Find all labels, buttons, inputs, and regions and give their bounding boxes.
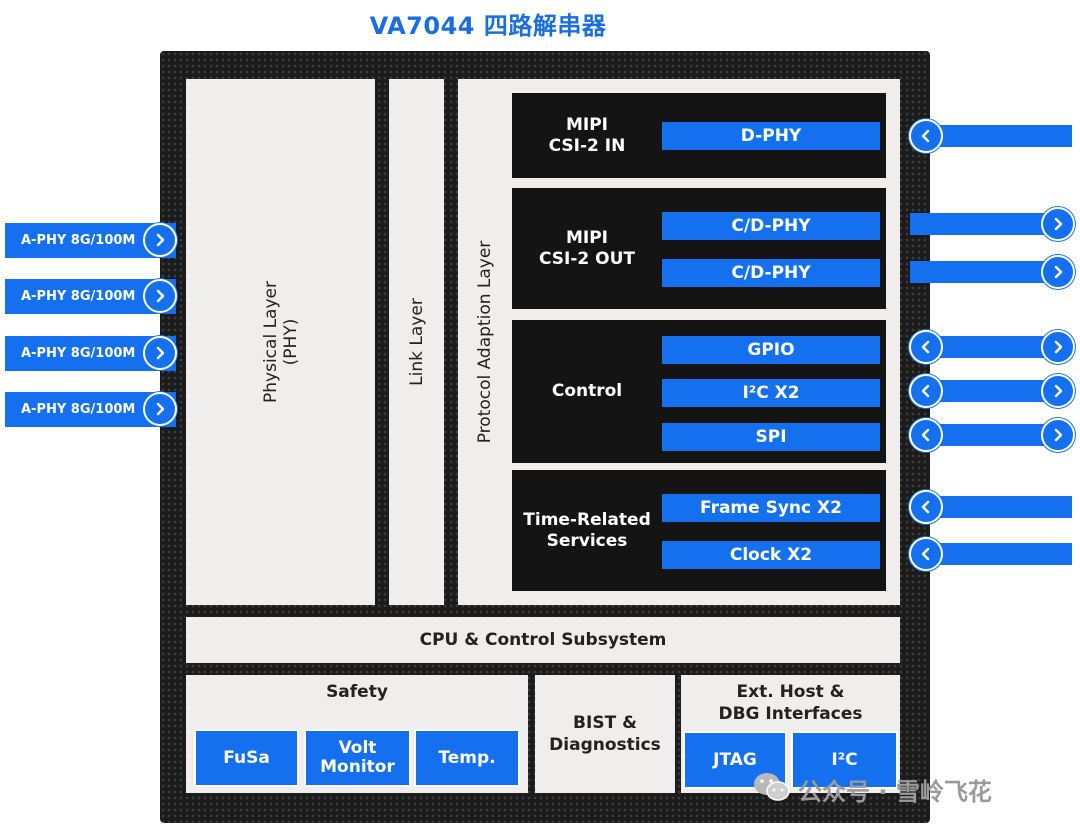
cd-phy-button-2: C/D-PHY xyxy=(662,259,880,287)
control-block: Control GPIO I²C X2 SPI xyxy=(510,318,888,465)
chevron-right-icon xyxy=(1041,418,1075,452)
cd-phy-line-1 xyxy=(910,213,1058,235)
mipi-csi-out-label: MIPI CSI-2 OUT xyxy=(538,227,635,269)
fusa-button: FuSa xyxy=(194,729,299,787)
link-layer-label: Link Layer xyxy=(406,298,427,386)
mipi-csi-in-label: MIPI CSI-2 IN xyxy=(548,114,626,156)
aphy-input-label: A-PHY 8G/100M xyxy=(21,346,136,361)
chevron-right-icon xyxy=(143,392,177,426)
chevron-left-icon xyxy=(909,537,943,571)
bist-panel: BIST & Diagnostics xyxy=(535,675,675,793)
clock-x2-button: Clock X2 xyxy=(662,541,880,569)
d-phy-button: D-PHY xyxy=(662,122,880,150)
aphy-input-label: A-PHY 8G/100M xyxy=(21,289,136,304)
d-phy-line xyxy=(926,125,1072,147)
time-services-label: Time-Related Services xyxy=(523,509,651,551)
frame-sync-line xyxy=(926,496,1072,518)
chevron-right-icon xyxy=(1041,330,1075,364)
safety-title: Safety xyxy=(326,682,388,702)
ext-host-title: Ext. Host & DBG Interfaces xyxy=(718,682,863,724)
link-layer-panel: Link Layer xyxy=(389,79,444,605)
cd-phy-line-2 xyxy=(910,261,1058,283)
time-services-block: Time-Related Services Frame Sync X2 Cloc… xyxy=(510,468,888,593)
mipi-csi-in-block: MIPI CSI-2 IN D-PHY xyxy=(510,91,888,180)
wechat-logo-icon xyxy=(752,770,792,804)
bist-label: BIST & Diagnostics xyxy=(549,713,661,755)
chevron-right-icon xyxy=(143,336,177,370)
chevron-right-icon xyxy=(143,223,177,257)
physical-layer-label: Physical Layer (PHY) xyxy=(260,281,301,403)
chevron-left-icon xyxy=(909,490,943,524)
chevron-left-icon xyxy=(909,119,943,153)
chevron-left-icon xyxy=(909,418,943,452)
spi-button: SPI xyxy=(662,423,880,451)
clock-line xyxy=(926,543,1072,565)
temp-button: Temp. xyxy=(414,729,520,787)
i2c-x2-button: I²C X2 xyxy=(662,379,880,407)
watermark-text: 公众号 · 雪岭飞花 xyxy=(798,778,992,806)
chevron-right-icon xyxy=(1041,374,1075,408)
ext-i2c-button: I²C xyxy=(791,731,898,789)
safety-panel: Safety FuSa Volt Monitor Temp. xyxy=(186,675,528,793)
ext-host-panel: Ext. Host & DBG Interfaces JTAG I²C xyxy=(681,675,900,793)
gpio-button: GPIO xyxy=(662,336,880,364)
chevron-left-icon xyxy=(909,374,943,408)
i2c-line xyxy=(926,380,1058,402)
chevron-right-icon xyxy=(1041,255,1075,289)
physical-layer-panel: Physical Layer (PHY) xyxy=(186,79,375,605)
chevron-right-icon xyxy=(1041,207,1075,241)
aphy-input-label: A-PHY 8G/100M xyxy=(21,402,136,417)
protocol-layer-label: Protocol Adaption Layer xyxy=(475,240,495,444)
control-label: Control xyxy=(551,381,623,401)
cd-phy-button-1: C/D-PHY xyxy=(662,212,880,240)
chevron-left-icon xyxy=(909,330,943,364)
page-title: VA7044 四路解串器 xyxy=(369,12,607,40)
aphy-input-label: A-PHY 8G/100M xyxy=(21,233,136,248)
chevron-right-icon xyxy=(143,279,177,313)
mipi-csi-out-block: MIPI CSI-2 OUT C/D-PHY C/D-PHY xyxy=(510,186,888,311)
frame-sync-button: Frame Sync X2 xyxy=(662,494,880,522)
spi-line xyxy=(926,424,1058,446)
cpu-subsystem: CPU & Control Subsystem xyxy=(186,617,900,663)
volt-monitor-button: Volt Monitor xyxy=(304,729,411,787)
gpio-line xyxy=(926,336,1058,358)
